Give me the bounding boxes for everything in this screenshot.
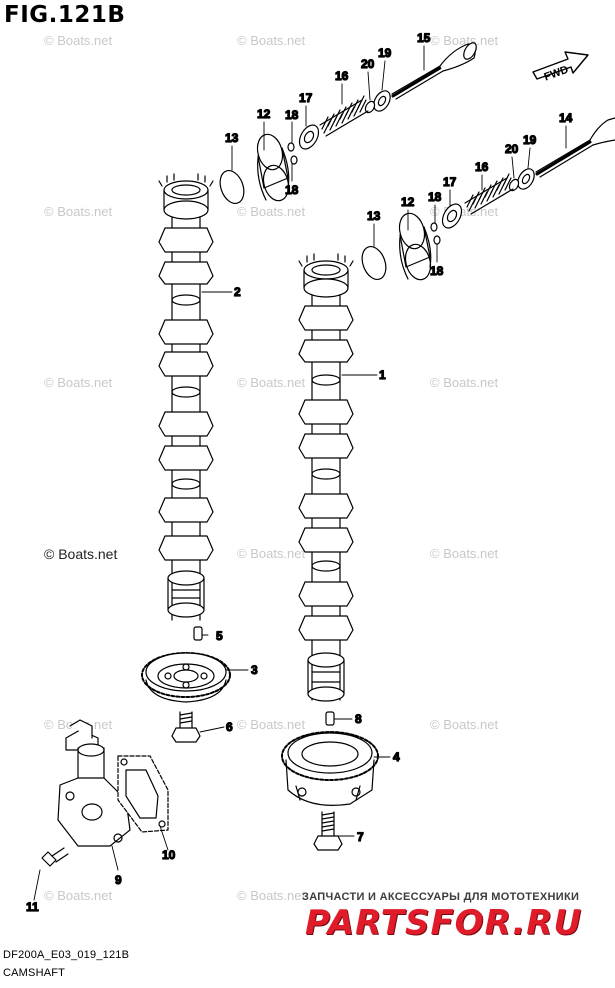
callout-7: 7 — [357, 830, 364, 844]
watermark: © Boats.net — [430, 33, 499, 48]
callout-20: 20 — [505, 142, 519, 156]
callout-9: 9 — [115, 873, 122, 887]
watermark: © Boats.net — [237, 888, 306, 903]
callout-numbers: 1 2 3 4 5 6 7 8 9 10 11 12 12 13 13 14 1… — [25, 30, 573, 914]
callout-18: 18 — [430, 264, 444, 278]
callout-13: 13 — [367, 209, 381, 223]
figure-code: DF200A_E03_019_121B — [3, 949, 130, 961]
watermark: © Boats.net — [44, 33, 113, 48]
callout-18: 18 — [428, 190, 442, 204]
camshaft-2 — [158, 173, 214, 621]
callout-12: 12 — [401, 195, 415, 209]
callout-17: 17 — [443, 175, 457, 189]
watermark: © Boats.net — [430, 717, 499, 732]
watermark: © Boats.net — [44, 888, 113, 903]
pin-5 — [193, 626, 203, 641]
callout-5: 5 — [216, 629, 223, 643]
valve-train-lower — [361, 117, 615, 281]
ad-logo: PARTSFOR.RU — [305, 903, 583, 943]
watermark: © Boats.net — [237, 375, 306, 390]
bolt-11 — [41, 847, 69, 867]
watermark: © Boats.net — [44, 375, 113, 390]
callout-11: 11 — [26, 900, 39, 914]
callout-15: 15 — [417, 31, 431, 45]
oil-control-valve-9 — [57, 719, 131, 847]
callout-6: 6 — [226, 720, 233, 734]
ad-tagline: ЗАПЧАСТИ И АКСЕССУАРЫ ДЛЯ МОТОТЕХНИКИ — [302, 891, 580, 903]
callout-17: 17 — [299, 91, 313, 105]
callout-18: 18 — [285, 183, 299, 197]
figure-title: FIG.121B — [4, 2, 126, 28]
callout-4: 4 — [393, 750, 400, 764]
callout-1: 1 — [379, 368, 386, 382]
watermark: © Boats.net — [237, 717, 306, 732]
callout-3: 3 — [251, 663, 258, 677]
valve-train-upper — [219, 42, 477, 205]
callout-19: 19 — [378, 46, 392, 60]
callout-2: 2 — [234, 285, 241, 299]
callout-18: 18 — [285, 108, 299, 122]
sprocket-4 — [281, 731, 379, 806]
watermark: © Boats.net — [237, 546, 306, 561]
callout-13: 13 — [225, 131, 239, 145]
figure-name: CAMSHAFT — [3, 967, 66, 979]
watermark: © Boats.net — [430, 546, 499, 561]
callout-8: 8 — [355, 712, 362, 726]
sprocket-3 — [141, 652, 231, 703]
callout-16: 16 — [475, 160, 489, 174]
watermark: © Boats.net — [237, 33, 306, 48]
pin-8 — [325, 711, 335, 726]
watermark: © Boats.net — [44, 546, 118, 562]
bolt-7 — [313, 811, 343, 851]
watermark: © Boats.net — [44, 204, 113, 219]
watermark: © Boats.net — [237, 204, 306, 219]
callout-19: 19 — [523, 133, 537, 147]
fwd-arrow-icon: FWD — [532, 51, 589, 84]
callout-20: 20 — [361, 57, 375, 71]
callout-10: 10 — [162, 848, 176, 862]
callout-16: 16 — [335, 69, 349, 83]
camshaft-1 — [298, 253, 354, 702]
bolt-6 — [171, 711, 201, 743]
gasket-10 — [117, 755, 169, 833]
leader-lines — [33, 45, 567, 901]
watermark: © Boats.net — [430, 375, 499, 390]
callout-14: 14 — [559, 111, 573, 125]
callout-12: 12 — [257, 107, 271, 121]
